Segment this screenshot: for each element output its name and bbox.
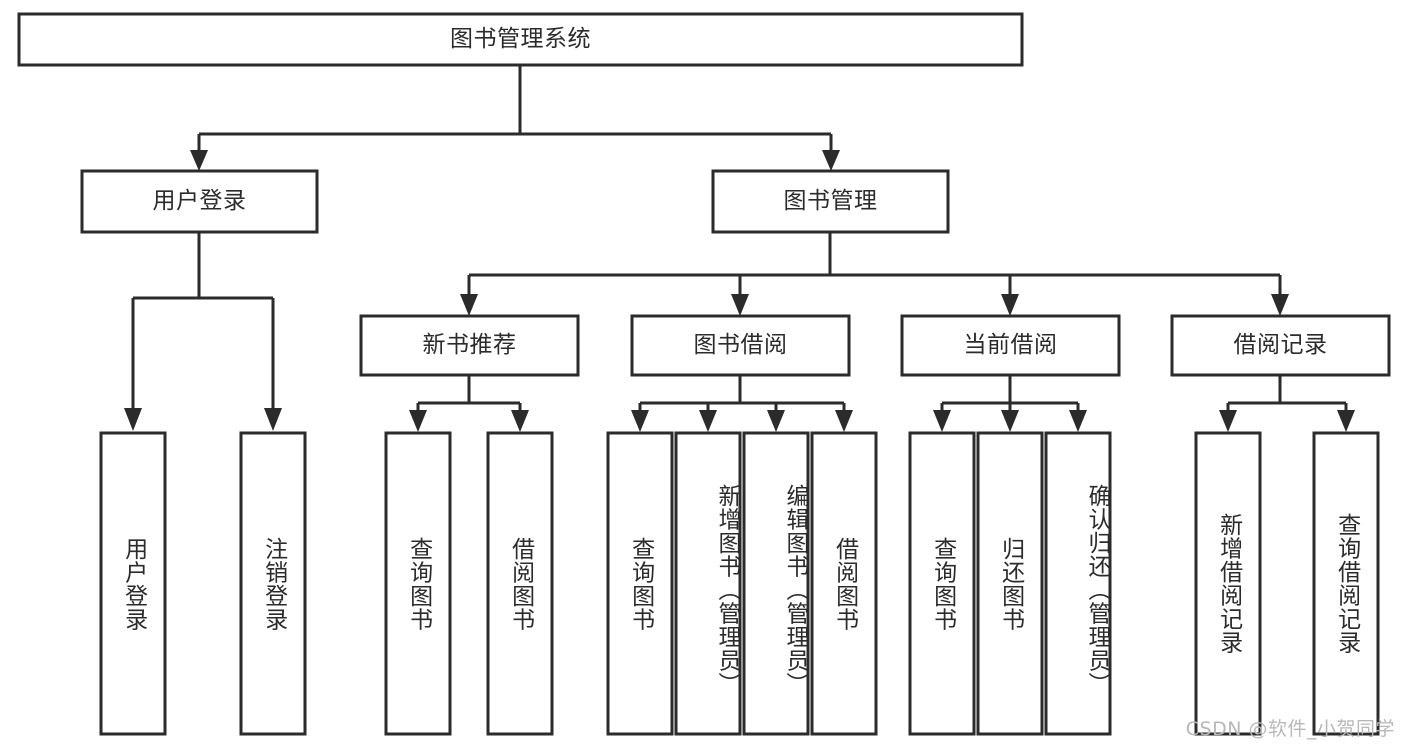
leaf-box-confirm-return[interactable] xyxy=(1044,431,1112,736)
node-box-record[interactable] xyxy=(1170,314,1391,377)
connector-group-new-rec xyxy=(409,375,529,432)
node-box-user-login[interactable] xyxy=(80,169,319,234)
watermark-text: CSDN @软件_小贺同学 xyxy=(1185,718,1395,740)
connector-group-borrow xyxy=(631,375,853,432)
connector-group-user-login xyxy=(124,232,282,431)
node-box-borrow[interactable] xyxy=(630,314,851,377)
connector-group-book-mgmt xyxy=(460,232,1289,316)
connector-group-record xyxy=(1219,375,1355,432)
leaf-box-edit-book[interactable] xyxy=(742,431,810,736)
leaf-box-query-book-a[interactable] xyxy=(384,431,452,736)
leaf-box-query-book-b[interactable] xyxy=(606,431,674,736)
leaf-box-user-login[interactable] xyxy=(99,431,167,736)
leaf-box-user-logout[interactable] xyxy=(239,431,307,736)
leaf-box-query-book-c[interactable] xyxy=(908,431,976,736)
leaf-box-add-book[interactable] xyxy=(674,431,742,736)
leaf-box-borrow-book-a[interactable] xyxy=(486,431,554,736)
leaf-box-add-record[interactable] xyxy=(1194,431,1262,736)
node-box-root[interactable] xyxy=(17,12,1024,67)
node-box-new-rec[interactable] xyxy=(359,314,580,377)
leaf-box-borrow-book-b[interactable] xyxy=(810,431,878,736)
node-box-current[interactable] xyxy=(900,314,1121,377)
leaf-box-return-book[interactable] xyxy=(976,431,1044,736)
leaf-box-query-record[interactable] xyxy=(1312,431,1380,736)
connector-group-root xyxy=(190,66,840,171)
connector-group-current xyxy=(933,375,1087,432)
node-box-book-mgmt[interactable] xyxy=(711,169,950,234)
